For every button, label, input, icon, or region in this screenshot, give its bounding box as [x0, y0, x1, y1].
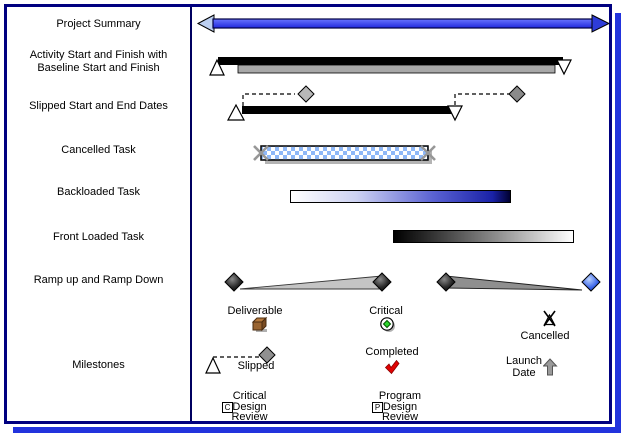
launch-line1: Launch — [505, 355, 543, 367]
slip-diamond-end-icon — [508, 85, 526, 103]
cdr-letter-box-icon: C — [222, 401, 233, 413]
legend-panel: Project Summary Activity Start and Finis… — [4, 4, 612, 424]
pdr-line2: P Design — [340, 400, 460, 413]
launch-line2: Date — [512, 367, 536, 379]
baseline-bar — [237, 64, 556, 74]
milestone-label-deliverable: Deliverable — [227, 305, 283, 317]
row-label-activity-line1: Activity Start and Finish with — [29, 49, 168, 61]
slipped-milestone-icon — [205, 346, 276, 374]
activity-bar — [218, 57, 563, 65]
completed-check-icon — [384, 359, 400, 375]
activity-baseline-bars — [209, 57, 572, 76]
pdr-line1: Program — [378, 390, 422, 402]
cancelled-task-graphic — [253, 145, 436, 164]
cancelled-x-right-icon — [420, 145, 436, 161]
row-label-cancelled: Cancelled Task — [61, 144, 136, 156]
milestone-label-slipped: Slipped — [237, 360, 275, 372]
program-design-review: Program P Design Review — [340, 391, 460, 423]
milestone-label-cancelled: Cancelled — [520, 330, 570, 342]
summary-bar-body — [212, 18, 594, 29]
row-label-project-summary: Project Summary — [56, 18, 141, 30]
milestone-label-launch: Launch Date — [494, 355, 554, 379]
row-label-activity-line2: Baseline Start and Finish — [37, 62, 160, 74]
cancelled-x-left-icon — [253, 145, 269, 161]
cdr-line2: C Design — [192, 400, 307, 413]
pdr-line3: Review — [381, 411, 419, 423]
summary-left-arrow-icon — [196, 14, 215, 33]
launch-arrow-icon — [543, 358, 558, 376]
column-divider — [190, 7, 192, 421]
row-label-activity-baseline: Activity Start and Finish with Baseline … — [7, 49, 190, 75]
finish-triangle-icon — [556, 59, 572, 76]
slipped-dates-graphic — [227, 85, 526, 122]
cdr-design-text: Design — [232, 400, 267, 413]
ramp-up-wedge — [239, 275, 383, 290]
summary-right-arrow-icon — [591, 14, 611, 33]
cdr-line1: Critical — [232, 390, 267, 402]
start-triangle-icon — [209, 58, 225, 76]
critical-circle-icon — [380, 317, 395, 332]
ramp-diamond-blue-icon — [581, 272, 601, 292]
ramp-diamond-1-icon — [224, 272, 244, 292]
pdr-design-text: Design — [382, 400, 418, 413]
milestone-label-critical: Critical — [369, 305, 403, 317]
deliverable-box-icon — [251, 316, 268, 332]
ramp-graphic — [224, 272, 601, 292]
slip-dash-start — [242, 93, 295, 106]
backloaded-bar — [290, 190, 511, 203]
slipped-task-bar — [242, 106, 455, 114]
critical-design-review: Critical C Design Review — [192, 391, 307, 423]
cancelled-bar — [260, 145, 429, 161]
row-label-slipped: Slipped Start and End Dates — [29, 100, 168, 112]
row-label-backloaded: Backloaded Task — [57, 186, 140, 198]
row-label-milestones: Milestones — [72, 359, 125, 371]
ramp-diamond-3-icon — [436, 272, 456, 292]
frontloaded-bar — [393, 230, 574, 243]
ramp-diamond-2-icon — [372, 272, 392, 292]
cancelled-milestone-icon — [543, 310, 556, 327]
ramp-down-wedge — [445, 275, 583, 291]
project-summary-bar — [196, 14, 611, 33]
row-label-frontloaded: Front Loaded Task — [53, 231, 144, 243]
slip-start-triangle-icon — [227, 103, 245, 121]
slip-diamond-start-icon — [297, 85, 315, 103]
row-label-ramp: Ramp up and Ramp Down — [33, 274, 164, 286]
cdr-line3: Review — [231, 411, 268, 423]
slip-end-triangle-icon — [447, 105, 463, 122]
slip-dash-end — [454, 93, 509, 105]
pdr-letter-box-icon: P — [372, 401, 383, 413]
milestone-label-completed: Completed — [365, 346, 419, 358]
